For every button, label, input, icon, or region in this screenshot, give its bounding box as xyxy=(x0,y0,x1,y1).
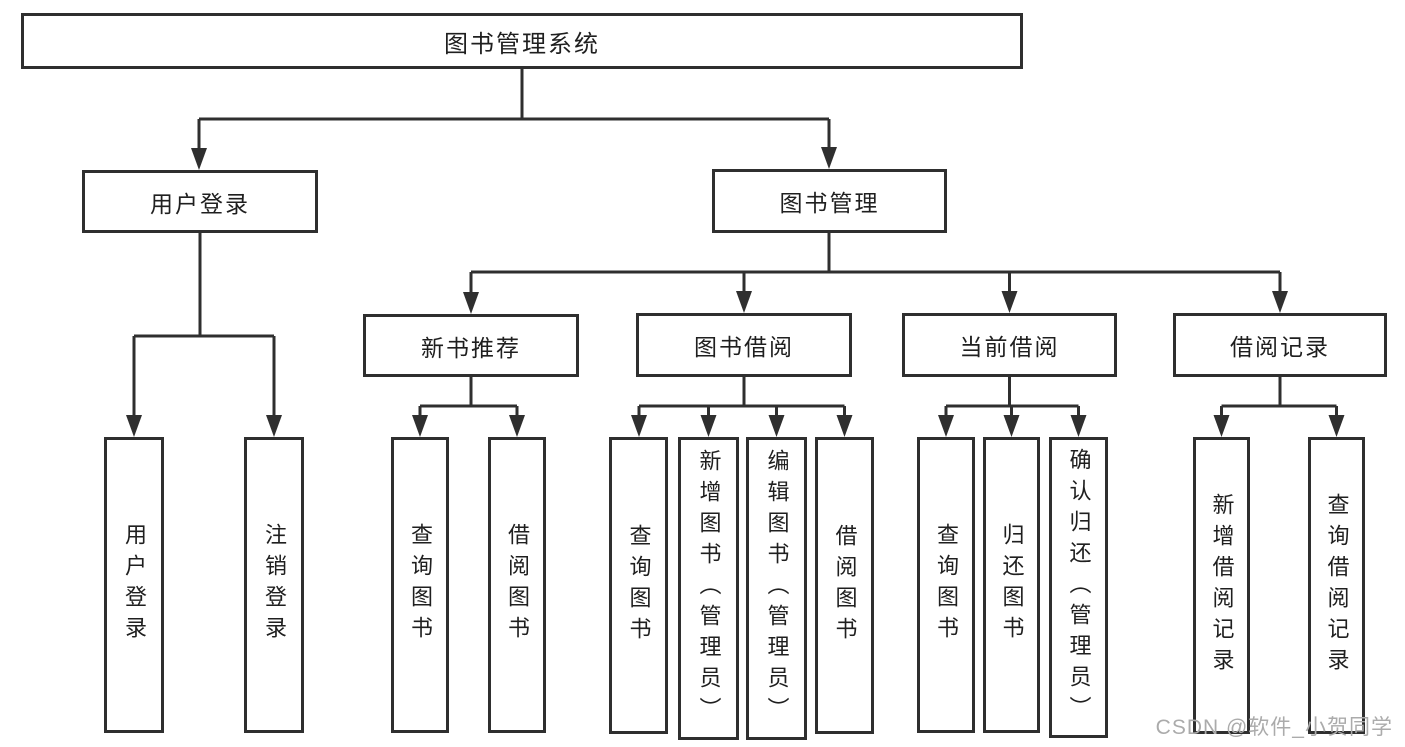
node-current-borrow: 当前借阅 xyxy=(902,313,1117,377)
leaf-return-book: 归还图书 xyxy=(983,437,1040,733)
node-new-book-recommend: 新书推荐 xyxy=(363,314,579,377)
node-label: 图书管理系统 xyxy=(444,30,600,58)
node-label: 用户登录 xyxy=(150,190,250,217)
node-borrow-records: 借阅记录 xyxy=(1173,313,1387,377)
leaf-add-borrow-record: 新增借阅记录 xyxy=(1193,437,1250,734)
node-label: 查询借阅记录 xyxy=(1324,492,1350,679)
leaf-logout: 注销登录 xyxy=(244,437,304,733)
csdn-watermark: CSDN @软件_小贺同学 xyxy=(1155,716,1393,739)
node-label: 查询图书 xyxy=(408,523,433,647)
leaf-query-books-recommend: 查询图书 xyxy=(391,437,449,733)
node-label: 当前借阅 xyxy=(959,334,1060,360)
leaf-query-books-current: 查询图书 xyxy=(917,437,975,733)
leaf-edit-book-admin: 编辑图书（管理员） xyxy=(746,437,807,740)
leaf-query-books-borrow: 查询图书 xyxy=(609,437,668,734)
node-label: 图书管理 xyxy=(779,190,880,216)
node-label: 编辑图书（管理员） xyxy=(764,449,790,728)
leaf-user-login: 用户登录 xyxy=(104,437,164,733)
node-label: 新增图书（管理员） xyxy=(696,449,722,728)
leaf-query-borrow-record: 查询借阅记录 xyxy=(1308,437,1365,734)
leaf-borrow-books-recommend: 借阅图书 xyxy=(488,437,546,733)
node-label: 查询图书 xyxy=(626,523,652,648)
node-user-login: 用户登录 xyxy=(82,170,318,233)
node-label: 借阅图书 xyxy=(832,523,858,648)
node-label: 借阅图书 xyxy=(505,523,530,647)
leaf-borrow-books: 借阅图书 xyxy=(815,437,874,734)
node-label: 借阅记录 xyxy=(1230,334,1330,360)
node-label: 图书借阅 xyxy=(694,334,794,360)
arrowheads xyxy=(126,147,1345,437)
node-library-management-system: 图书管理系统 xyxy=(21,13,1023,69)
leaf-add-book-admin: 新增图书（管理员） xyxy=(678,437,739,740)
node-label: 用户登录 xyxy=(122,523,147,647)
node-label: 归还图书 xyxy=(999,523,1025,647)
node-label: 新增借阅记录 xyxy=(1209,492,1235,679)
node-label: 确认归还（管理员） xyxy=(1066,448,1092,727)
node-label: 注销登录 xyxy=(262,523,287,647)
node-book-borrow: 图书借阅 xyxy=(636,313,852,377)
leaf-confirm-return-admin: 确认归还（管理员） xyxy=(1049,437,1108,738)
node-label: 查询图书 xyxy=(934,523,959,647)
node-book-management: 图书管理 xyxy=(712,169,947,233)
node-label: 新书推荐 xyxy=(421,334,521,361)
